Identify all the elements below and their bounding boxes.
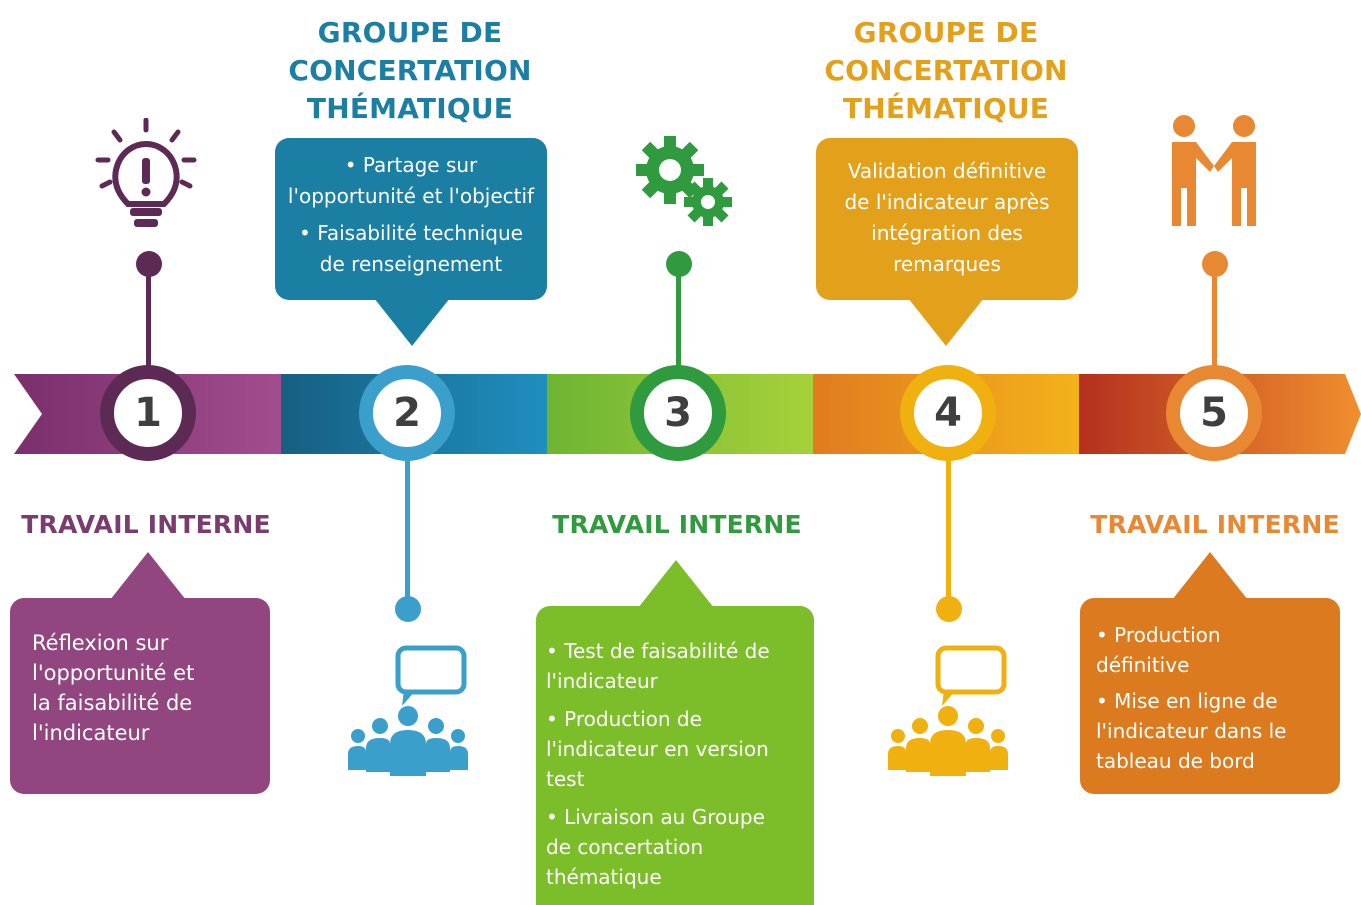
stem-1	[146, 262, 151, 372]
step-4-heading-line: THÉMATIQUE	[842, 92, 1050, 125]
step-4-heading-line: CONCERTATION	[824, 54, 1068, 87]
step-1-text-line: l'indicateur	[32, 721, 150, 745]
stem-4	[946, 458, 951, 608]
stem-dot-4	[936, 596, 962, 622]
step-2-text-line: • Partage sur	[344, 153, 478, 177]
step-5-text-line: définitive	[1096, 653, 1190, 677]
step-1-text-line: la faisabilité de	[32, 691, 193, 715]
step-5-text-line: • Mise en ligne de	[1096, 689, 1278, 713]
step-3-text-line: • Production de	[546, 707, 702, 731]
step-5-number: 5	[1200, 390, 1228, 436]
step-2-heading: GROUPE DE CONCERTATION THÉMATIQUE	[280, 14, 540, 128]
step-1-marker: 1	[100, 365, 196, 461]
discussion-group-icon	[348, 645, 468, 776]
step-3-text-line: l'indicateur en version	[546, 737, 769, 761]
step-2-heading-line: GROUPE DE	[317, 16, 503, 49]
step-2-text-line: • Faisabilité technique	[299, 221, 523, 245]
timeline-band	[14, 374, 1361, 454]
lightbulb-icon	[95, 118, 197, 227]
step-4-text-line: remarques	[893, 252, 1001, 276]
step-3-heading: TRAVAIL INTERNE	[552, 510, 802, 539]
step-4-heading-line: GROUPE DE	[853, 16, 1039, 49]
step-2-bubble-pointer	[374, 298, 450, 346]
stem-dot-2	[395, 596, 421, 622]
step-3-bubble-pointer	[638, 560, 714, 608]
step-4-marker: 4	[900, 365, 996, 461]
step-3-text-line: thématique	[546, 865, 662, 889]
step-3-text-line: test	[546, 767, 585, 791]
step-3-text-line: de concertation	[546, 835, 704, 859]
step-3-text-line: l'indicateur	[546, 669, 658, 693]
stem-2	[405, 458, 410, 608]
step-1-text-line: Réflexion sur	[32, 631, 169, 655]
step-3-marker: 3	[630, 365, 726, 461]
stem-dot-1	[136, 251, 162, 277]
step-5-bubble: • Production définitive • Mise en ligne …	[1080, 598, 1340, 794]
step-4-text-line: de l'indicateur après	[844, 190, 1050, 214]
step-1-heading: TRAVAIL INTERNE	[21, 510, 271, 539]
step-4-text-line: Validation définitive	[847, 159, 1047, 183]
step-2-marker: 2	[359, 365, 455, 461]
step-1-text-line: l'opportunité et	[32, 661, 195, 685]
step-2-text-line: de renseignement	[319, 252, 503, 276]
step-3-bubble: • Test de faisabilité de l'indicateur • …	[536, 606, 814, 905]
step-4-text-line: intégration des	[871, 221, 1023, 245]
step-4-number: 4	[934, 390, 962, 436]
stem-dot-3	[666, 251, 692, 277]
handshake-icon	[1172, 115, 1256, 226]
step-3-text-line: • Test de faisabilité de	[546, 639, 770, 663]
step-2-heading-line: CONCERTATION	[288, 54, 532, 87]
step-2-number: 2	[393, 390, 421, 436]
step-1-number: 1	[134, 390, 162, 436]
gears-icon	[636, 136, 732, 226]
step-5-bubble-pointer	[1172, 552, 1248, 600]
stem-3	[676, 262, 681, 372]
step-2-heading-line: THÉMATIQUE	[306, 92, 514, 125]
stem-5	[1212, 262, 1217, 372]
step-5-text-line: • Production	[1096, 623, 1221, 647]
stem-dot-5	[1202, 251, 1228, 277]
step-4-bubble-pointer	[908, 298, 984, 346]
step-3-number: 3	[664, 390, 692, 436]
step-5-text-line: l'indicateur dans le	[1096, 719, 1287, 743]
step-1-bubble: Réflexion sur l'opportunité et la faisab…	[10, 598, 270, 794]
discussion-group-icon	[888, 645, 1008, 776]
step-3-text-line: • Livraison au Groupe	[546, 805, 765, 829]
step-5-marker: 5	[1166, 365, 1262, 461]
step-5-heading: TRAVAIL INTERNE	[1090, 510, 1340, 539]
step-5-text-line: tableau de bord	[1096, 749, 1255, 773]
step-2-bubble: • Partage sur l'opportunité et l'objecti…	[275, 138, 547, 300]
step-1-bubble-pointer	[110, 552, 186, 600]
step-4-heading: GROUPE DE CONCERTATION THÉMATIQUE	[815, 14, 1077, 128]
step-4-bubble: Validation définitive de l'indicateur ap…	[816, 138, 1078, 300]
step-2-text-line: l'opportunité et l'objectif	[287, 184, 535, 208]
